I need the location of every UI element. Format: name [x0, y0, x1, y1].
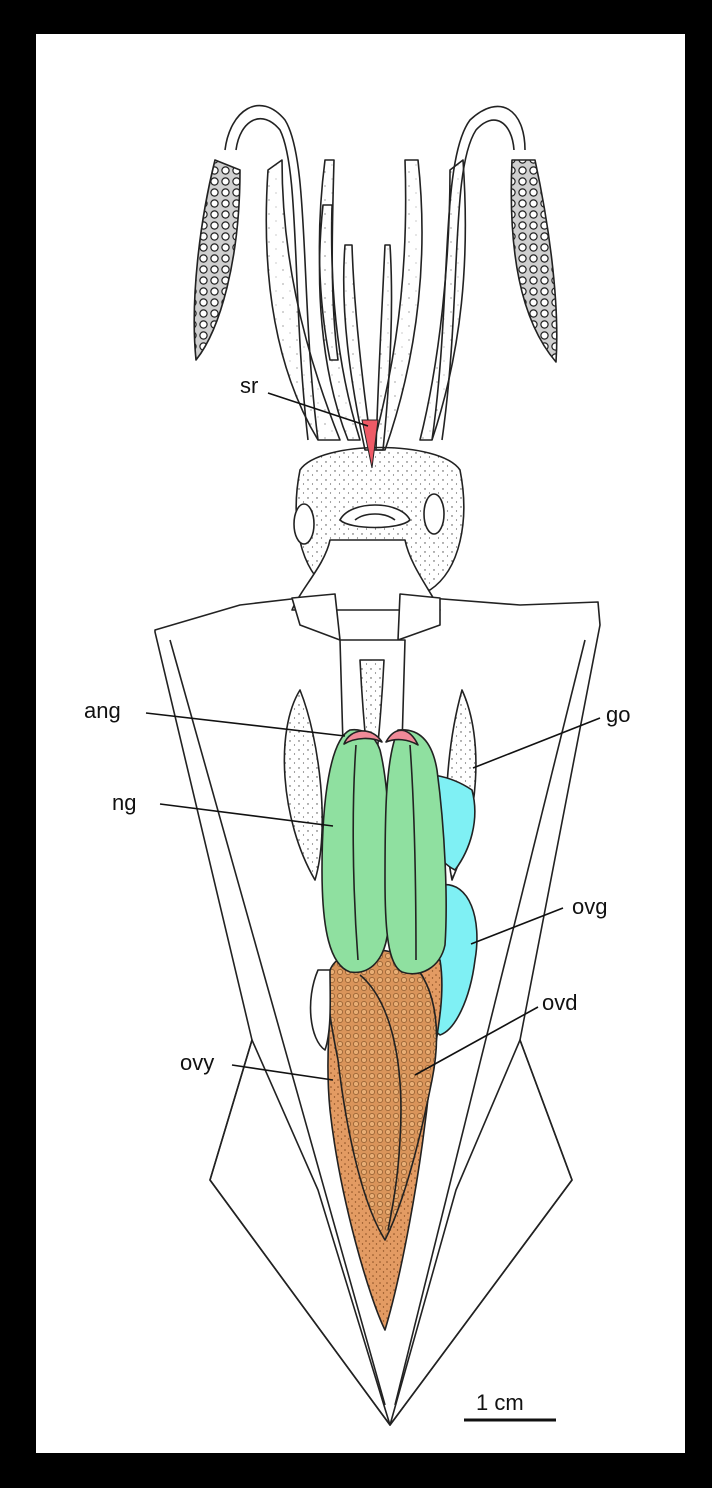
scale-bar-label: 1 cm [476, 1390, 524, 1415]
label-ovy: ovy [180, 1050, 214, 1075]
left-gill [284, 690, 322, 880]
label-go: go [606, 702, 630, 727]
label-sr: sr [240, 373, 258, 398]
collar-left [292, 594, 340, 640]
go-leader [473, 718, 600, 768]
left-white-sac [311, 970, 331, 1050]
left-eye [294, 504, 314, 544]
right-tentacle-club [511, 160, 557, 362]
label-ovd: ovd [542, 990, 577, 1015]
right-eye [424, 494, 444, 534]
arm-6 [420, 160, 465, 440]
left-tentacle-club [194, 160, 240, 360]
label-ng: ng [112, 790, 136, 815]
collar-right [398, 594, 440, 640]
ovy-leader [232, 1065, 333, 1080]
label-ang: ang [84, 698, 121, 723]
label-ovg: ovg [572, 894, 607, 919]
ang-leader [146, 713, 345, 736]
